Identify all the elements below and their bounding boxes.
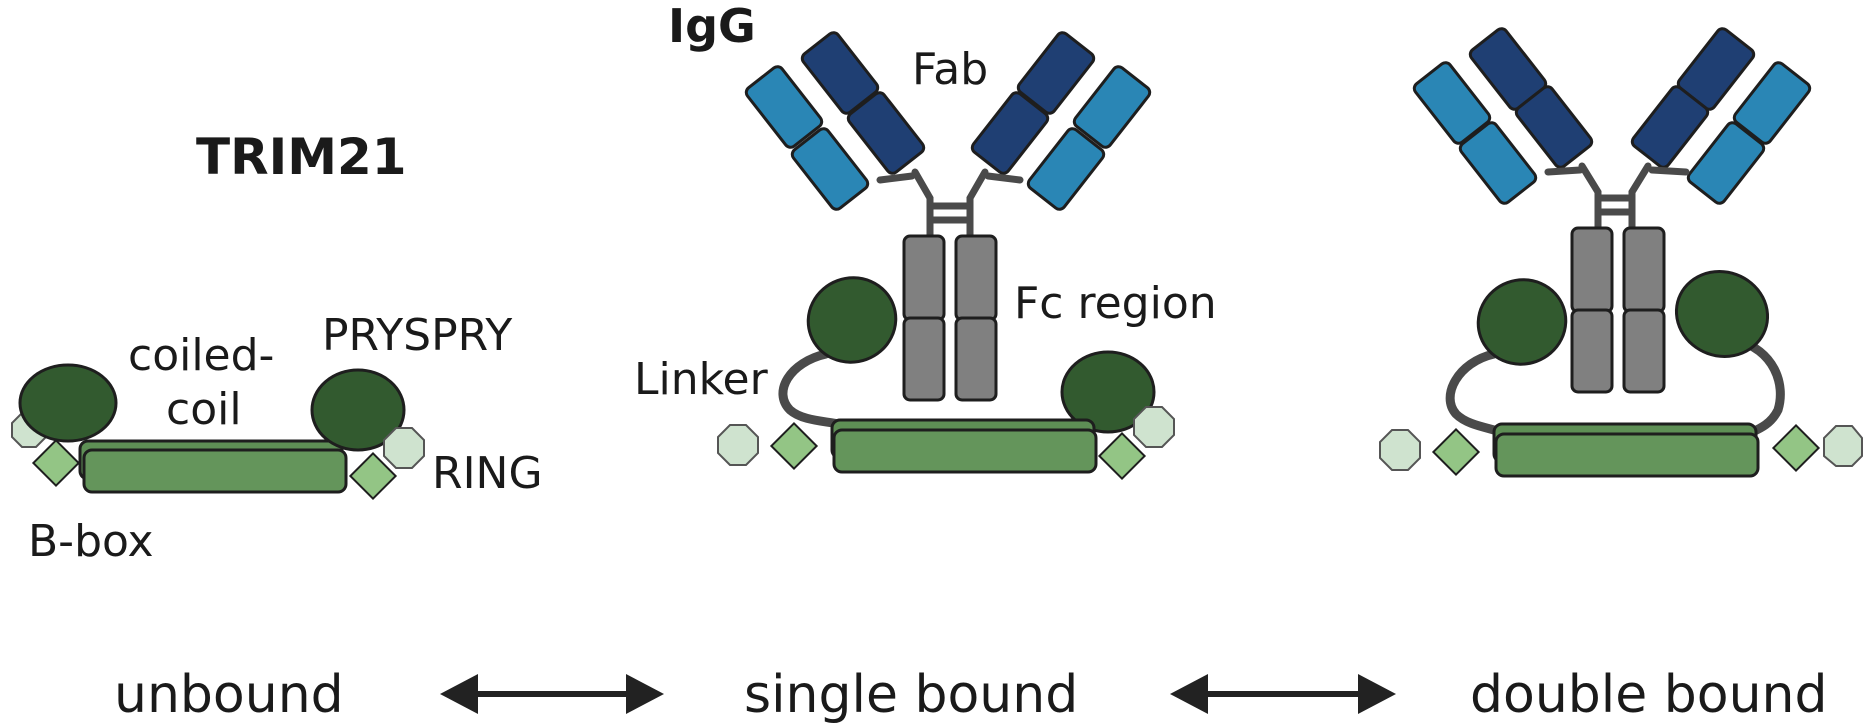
trim21-title: TRIM21: [196, 128, 407, 186]
arrow-single-double: [1170, 674, 1396, 714]
bound-pryspry-domain: [806, 276, 898, 364]
right-pryspry-domain: [310, 368, 406, 452]
single-coiled-coil-bar: [832, 428, 1098, 474]
double-left-ring-octagon: [1379, 429, 1421, 471]
coiled-coil-label-line1: coiled-: [128, 330, 274, 381]
double-igg-fab-left: [1412, 27, 1594, 205]
left-pryspry-domain: [18, 363, 118, 443]
single-right-bbox-diamond: [1097, 431, 1147, 481]
single-left-bbox-diamond: [769, 421, 819, 471]
double-igg-fc-region: [1570, 226, 1666, 394]
double-right-bbox-diamond: [1771, 423, 1821, 473]
single-left-ring-octagon: [717, 424, 759, 466]
fab-label: Fab: [912, 44, 988, 95]
ring-label: RING: [432, 448, 543, 499]
single-right-ring-octagon: [1133, 406, 1175, 448]
double-right-pryspry-domain: [1674, 270, 1770, 358]
right-bbox-diamond: [348, 451, 398, 501]
igg-fab-left: [744, 31, 926, 211]
unbound-trim21: [11, 363, 425, 501]
igg-title: IgG: [668, 0, 756, 53]
linker-curve: [778, 349, 855, 433]
state-single-bound-label: single bound: [744, 665, 1078, 725]
double-coiled-coil-bar: [1494, 432, 1760, 478]
coiled-coil-bar: [82, 448, 348, 494]
state-unbound-label: unbound: [114, 665, 344, 725]
right-ring-octagon: [383, 427, 425, 469]
arrow-unbound-single: [440, 674, 664, 714]
double-igg-hinge: [1544, 162, 1690, 238]
double-left-bbox-diamond: [1431, 427, 1481, 477]
coiled-coil-label-line2: coil: [166, 384, 242, 435]
double-bound-complex: [1379, 27, 1863, 478]
state-double-bound-label: double bound: [1470, 665, 1828, 725]
bbox-label: B-box: [28, 516, 154, 567]
linker-label: Linker: [634, 354, 769, 405]
igg-fab-right: [970, 31, 1152, 211]
free-pryspry-domain: [1060, 350, 1156, 434]
fc-region-label: Fc region: [1014, 278, 1217, 329]
double-right-ring-octagon: [1823, 425, 1863, 467]
left-bbox-diamond: [31, 438, 81, 488]
igg-hinge: [876, 168, 1024, 244]
pryspry-label: PRYSPRY: [322, 310, 512, 361]
igg-fc-region: [902, 234, 998, 402]
double-igg-fab-right: [1630, 27, 1812, 205]
single-bound-complex: [717, 31, 1175, 481]
double-right-linker-curve: [1731, 335, 1785, 439]
double-left-pryspry-domain: [1476, 278, 1568, 366]
